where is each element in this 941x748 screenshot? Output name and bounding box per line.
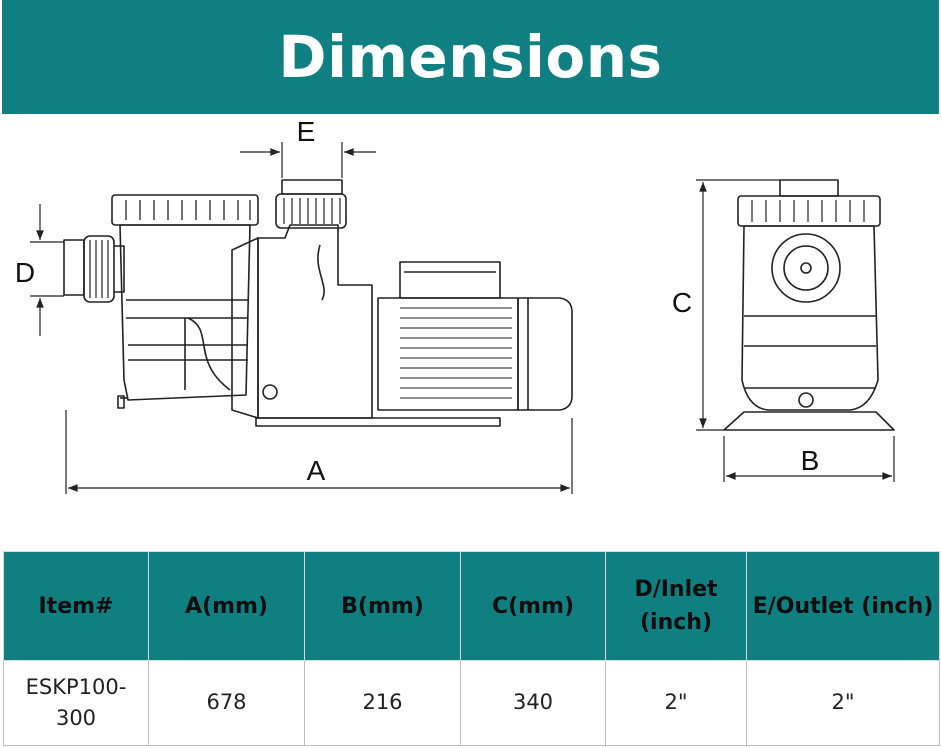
outlet-pipe	[281, 179, 343, 195]
pump-head	[257, 224, 373, 419]
table-header-row: Item# A(mm) B(mm) C(mm) D/Inlet (inch) E…	[3, 551, 940, 661]
motor-body	[377, 297, 519, 411]
end-inlet-union	[771, 233, 841, 303]
dim-label-b: B	[801, 445, 820, 476]
page-title: Dimensions	[278, 23, 663, 91]
cell-b: 216	[304, 660, 461, 746]
pump-line-drawing: A B C D E	[15, 116, 895, 494]
strainer-housing	[119, 224, 251, 401]
end-base	[723, 411, 895, 431]
title-banner: Dimensions	[2, 0, 939, 114]
pump-dimension-drawing: A B C D E	[0, 114, 941, 550]
volute	[231, 237, 259, 419]
dim-label-c: C	[672, 287, 692, 318]
dim-label-e: E	[297, 116, 316, 147]
cell-e: 2"	[746, 660, 940, 746]
cell-a: 678	[148, 660, 305, 746]
end-view	[723, 179, 895, 431]
header-c-mm: C(mm)	[460, 551, 606, 661]
motor-fan-cover	[517, 297, 573, 411]
dimension-lines	[30, 142, 895, 494]
cell-d: 2"	[605, 660, 747, 746]
dimensions-table: Item# A(mm) B(mm) C(mm) D/Inlet (inch) E…	[3, 551, 940, 746]
cell-item: ESKP100-300	[3, 660, 149, 746]
header-b-mm: B(mm)	[304, 551, 461, 661]
outlet-union	[275, 193, 347, 229]
dim-label-a: A	[307, 455, 326, 486]
strainer-lid	[111, 194, 259, 226]
pump-base	[255, 417, 501, 427]
inlet-pipe	[63, 239, 85, 296]
end-housing	[741, 225, 879, 411]
end-lid	[737, 195, 881, 227]
side-view	[63, 179, 573, 427]
header-d-inlet: D/Inlet (inch)	[605, 551, 747, 661]
header-e-outlet: E/Outlet (inch)	[746, 551, 940, 661]
table-row: ESKP100-300 678 216 340 2" 2"	[3, 660, 940, 746]
cell-c: 340	[460, 660, 606, 746]
drain-plug	[262, 384, 278, 400]
inlet-union	[83, 235, 115, 303]
end-drain-plug	[798, 392, 814, 408]
dim-label-d: D	[15, 257, 35, 288]
header-a-mm: A(mm)	[148, 551, 305, 661]
terminal-box	[399, 261, 501, 299]
end-outlet-pipe	[779, 179, 839, 197]
header-item: Item#	[3, 551, 149, 661]
